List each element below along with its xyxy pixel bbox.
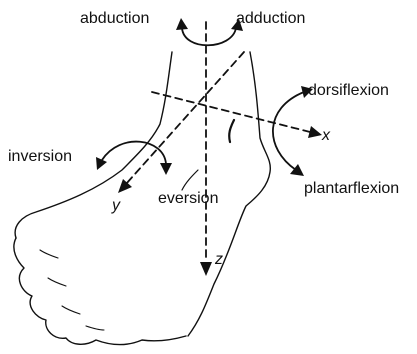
- axis-label-z: z: [215, 252, 223, 268]
- ankle-bone-mark: [229, 120, 234, 142]
- label-plantarflexion: plantarflexion: [304, 180, 399, 198]
- leg-front-outline: [15, 52, 172, 238]
- abduction-arrowhead: [176, 18, 188, 30]
- inversion-eversion-arc: [102, 142, 166, 164]
- toe-crease-1: [40, 250, 58, 258]
- toes-outline: [14, 238, 186, 345]
- axis-label-y: y: [112, 198, 120, 214]
- z-arrowhead: [200, 262, 212, 276]
- x-arrowhead: [308, 126, 322, 138]
- label-eversion: eversion: [158, 190, 218, 208]
- toe-crease-4: [86, 326, 104, 330]
- inversion-arrowhead: [96, 157, 107, 170]
- toe-crease-2: [48, 278, 66, 286]
- heel-crease: [182, 170, 198, 190]
- label-inversion: inversion: [8, 148, 72, 166]
- plantarflexion-arrowhead: [290, 164, 304, 176]
- label-dorsiflexion: dorsiflexion: [308, 82, 389, 100]
- eversion-arrowhead: [160, 163, 172, 175]
- toe-crease-3: [62, 306, 80, 314]
- label-adduction: adduction: [236, 10, 305, 28]
- abduction-adduction-arc: [182, 28, 236, 45]
- y-arrowhead: [118, 179, 132, 193]
- dorsi-plantar-arc: [273, 92, 304, 170]
- label-abduction: abduction: [80, 10, 149, 28]
- y-axis-line: [126, 52, 244, 184]
- axis-label-x: x: [322, 128, 330, 144]
